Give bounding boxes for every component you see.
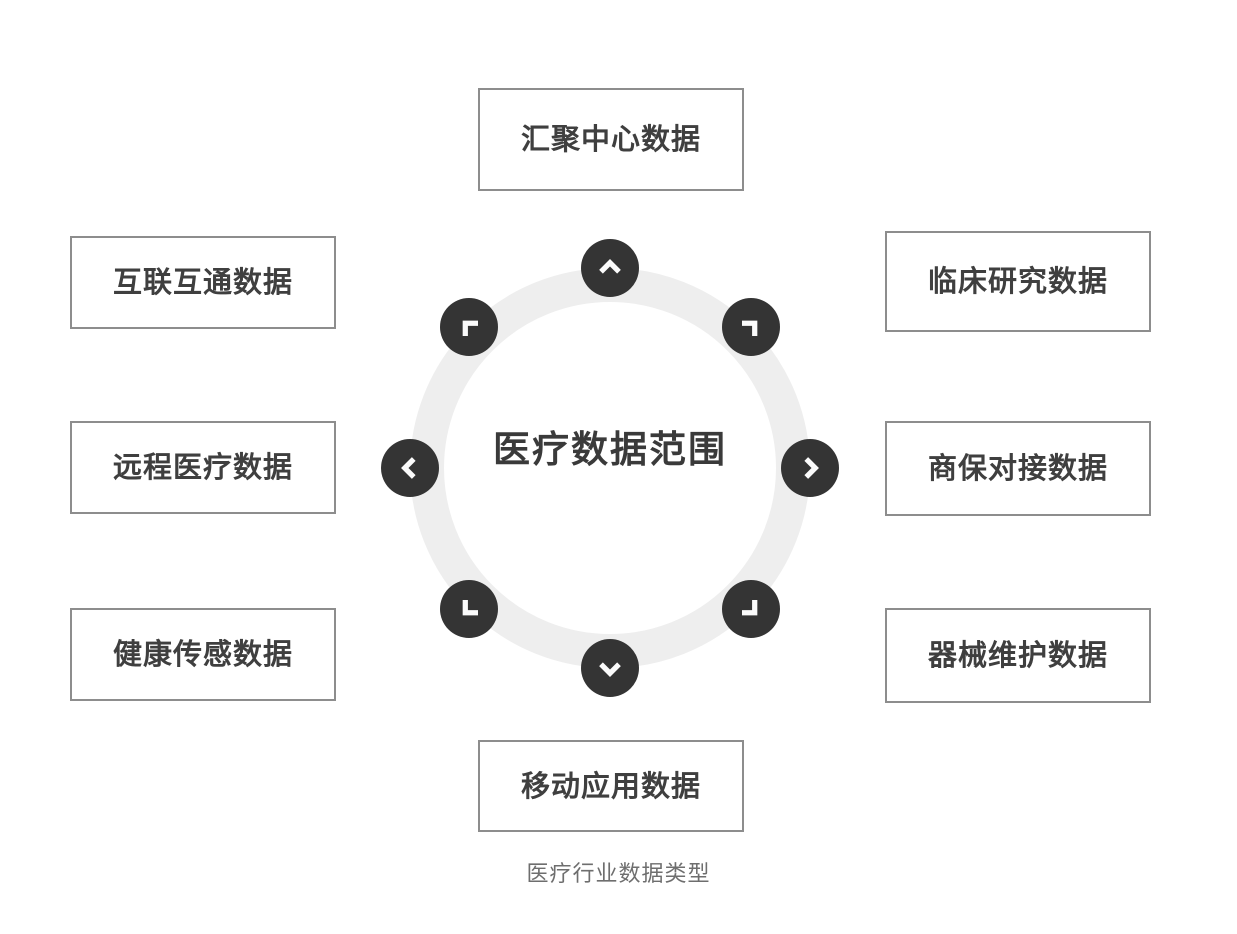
label-box-left-3[interactable]: 健康传感数据 — [70, 608, 336, 701]
label-box-left-3-text: 健康传感数据 — [112, 637, 293, 671]
label-box-left-1-text: 互联互通数据 — [112, 265, 293, 299]
chevron-down-icon[interactable] — [581, 639, 639, 697]
figure-caption: 医疗行业数据类型 — [526, 862, 711, 887]
label-box-right-2[interactable]: 商保对接数据 — [885, 421, 1151, 516]
label-box-top-text: 汇聚中心数据 — [520, 122, 701, 156]
label-box-left-2[interactable]: 远程医疗数据 — [70, 421, 336, 514]
chevron-left-icon[interactable] — [381, 439, 439, 497]
label-box-right-1-text: 临床研究数据 — [927, 264, 1108, 298]
chevron-down-right-icon[interactable] — [709, 567, 793, 651]
chevron-up-right-icon[interactable] — [709, 285, 793, 369]
label-box-bottom[interactable]: 移动应用数据 — [478, 740, 744, 832]
label-box-top[interactable]: 汇聚中心数据 — [478, 88, 744, 191]
label-box-right-2-text: 商保对接数据 — [927, 451, 1108, 485]
label-box-right-3-text: 器械维护数据 — [927, 638, 1108, 672]
center-ring-group: 医疗数据范围 — [381, 239, 839, 697]
label-box-left-2-text: 远程医疗数据 — [112, 450, 293, 484]
label-box-left-1[interactable]: 互联互通数据 — [70, 236, 336, 329]
chevron-up-icon[interactable] — [581, 239, 639, 297]
label-box-bottom-text: 移动应用数据 — [520, 768, 701, 803]
label-box-right-1[interactable]: 临床研究数据 — [885, 231, 1151, 332]
chevron-up-left-icon[interactable] — [427, 285, 511, 369]
chevron-right-icon[interactable] — [781, 439, 839, 497]
label-box-right-3[interactable]: 器械维护数据 — [885, 608, 1151, 703]
ring-center-label: 医疗数据范围 — [493, 428, 727, 471]
chevron-down-left-icon[interactable] — [427, 567, 511, 651]
